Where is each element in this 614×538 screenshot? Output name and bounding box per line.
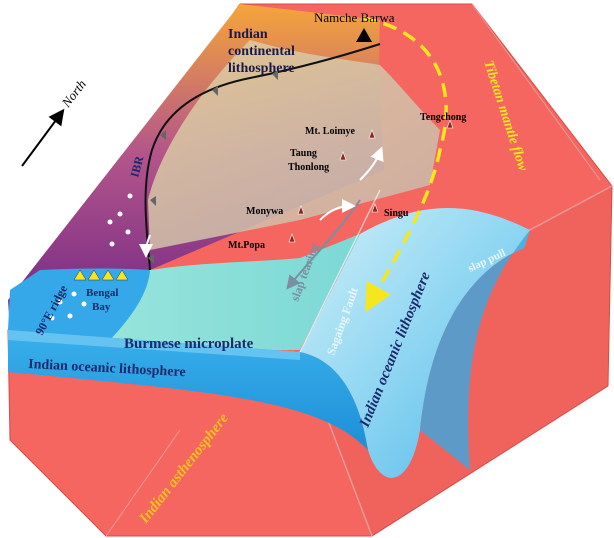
white-flow-arrow-2 — [359, 146, 384, 181]
tibetan-mantle-flow-arrow — [361, 16, 448, 313]
label-singu: Singu — [384, 208, 409, 219]
volcano-icon-singu — [371, 203, 379, 213]
volcano-icon-monywa — [297, 205, 305, 215]
label-mt-loimye: Mt. Loimye — [305, 126, 356, 137]
label-namche-barwa: Namche Barwa — [314, 10, 395, 25]
namche-barwa-marker — [356, 28, 372, 42]
indian-oceanic-side-slab — [300, 207, 530, 478]
front-slab-top-highlight — [8, 330, 300, 360]
white-flow-arrow-1 — [319, 199, 356, 221]
label-taung-thonlong-2: Thonlong — [288, 162, 329, 173]
yellow-triangles — [73, 269, 129, 281]
bengal-bay-region — [8, 268, 150, 350]
label-tengchong: Tengchong — [420, 112, 466, 123]
indian-oceanic-front-slab — [8, 330, 368, 450]
volcano-icon-loimye — [368, 129, 376, 139]
label-indian-continental-2: continental — [228, 44, 295, 59]
label-bengal-bay-2: Bay — [92, 301, 111, 313]
label-indian-continental-1: Indian — [228, 27, 268, 42]
volcano-icon-tengchong — [446, 119, 454, 129]
sagaing-fault-line — [299, 189, 381, 353]
label-indian-continental-3: lithosphere — [228, 61, 295, 76]
label-mt-popa: Mt.Popa — [228, 240, 265, 251]
label-north: North — [58, 77, 89, 111]
block-edge-inner-3 — [471, 3, 601, 181]
north-arrow — [21, 108, 65, 167]
label-taung-thonlong-1: Taung — [290, 148, 317, 159]
label-burmese-microplate: Burmese microplate — [124, 336, 254, 352]
label-bengal-bay-1: Bengal — [86, 287, 118, 299]
block-edge-inner-4 — [105, 429, 181, 537]
label-ibr: IBR — [127, 154, 146, 179]
slab-pull-edge — [420, 230, 530, 470]
label-monywa: Monywa — [246, 206, 283, 217]
droplet-markers — [49, 193, 133, 321]
burmese-overlay — [148, 40, 440, 250]
volcano-markers — [288, 119, 454, 243]
volcano-icon-popa — [288, 233, 296, 243]
volcano-icon-taung — [339, 151, 347, 161]
white-flow-arrow-3 — [139, 234, 154, 258]
